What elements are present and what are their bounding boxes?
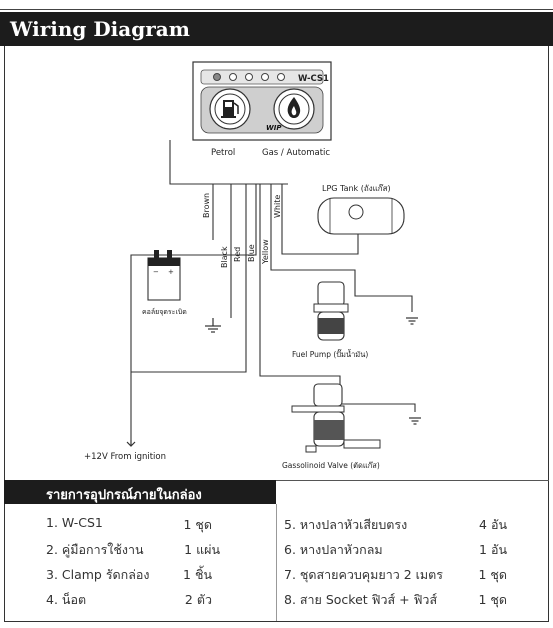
harness-trunk xyxy=(169,140,288,185)
controller-unit: W-CS1 WIP Petrol Gas / Automatic xyxy=(192,61,332,158)
solenoid-outlet xyxy=(343,439,381,449)
ground-symbol xyxy=(205,318,221,333)
list-item-qty: 1 ชิ้น xyxy=(183,567,212,582)
controller-model: W-CS1 xyxy=(298,74,329,84)
solenoid-label: Gassolinoid Valve (ตัดแก๊ส) xyxy=(282,461,380,470)
package-list-header: รายการอุปกรณ์ภายในกล่อง xyxy=(4,480,276,504)
list-item-qty: 4 อัน xyxy=(479,517,507,532)
wire-yellow xyxy=(270,184,413,312)
fuel-pump-relay: Fuel Pump (ปั๊มน้ำมัน) xyxy=(292,281,368,359)
coil-minus: − xyxy=(153,268,159,276)
list-item: 7. ชุดสายควบคุมยาว 2 เมตร xyxy=(284,567,443,582)
label-blue: Blue xyxy=(247,244,256,262)
ignition-label: +12V From ignition xyxy=(84,452,166,462)
wire-red xyxy=(131,184,247,373)
title-bar: Wiring Diagram xyxy=(0,12,553,46)
list-item: 2. คู่มือการใช้งาน xyxy=(46,542,144,557)
list-item: 3. Clamp รัดกล่อง xyxy=(46,567,150,582)
label-white: White xyxy=(273,195,282,218)
list-top-divider xyxy=(276,480,549,481)
list-item-qty: 2 ตัว xyxy=(184,592,212,607)
frame-left xyxy=(4,46,5,622)
led-indicator xyxy=(261,73,269,81)
list-item-qty: 1 อัน xyxy=(479,542,507,557)
wire-red-branch xyxy=(130,184,257,440)
list-item-qty: 1 ชุด xyxy=(478,592,507,607)
gas-label: Gas / Automatic xyxy=(262,148,330,158)
led-indicator xyxy=(229,73,237,81)
list-column-divider xyxy=(276,504,277,621)
ignition-coil: − + คอล์ยจุดระเบิด xyxy=(142,250,187,316)
led-indicator xyxy=(245,73,253,81)
coil-terminal xyxy=(167,250,172,258)
label-black: Black xyxy=(220,246,229,268)
led-indicator xyxy=(277,73,285,81)
wiring-diagram: W-CS1 WIP Petrol Gas / Automatic xyxy=(84,61,421,470)
label-yellow: Yellow xyxy=(261,239,270,265)
fuel-pump-label: Fuel Pump (ปั๊มน้ำมัน) xyxy=(292,349,368,359)
list-item: 5. หางปลาหัวเสียบตรง xyxy=(284,517,408,532)
label-red: Red xyxy=(233,247,242,262)
wire-white xyxy=(281,184,359,255)
ignition-arrow-icon xyxy=(126,440,136,447)
gas-solenoid-valve: Gassolinoid Valve (ตัดแก๊ส) xyxy=(282,383,381,470)
brand-logo: WIP xyxy=(266,124,282,132)
coil-label: คอล์ยจุดระเบิด xyxy=(142,308,187,316)
list-item-qty: 1 แผ่น xyxy=(184,542,220,557)
coil-terminal xyxy=(154,250,159,258)
petrol-label: Petrol xyxy=(211,148,235,158)
coil-plus: + xyxy=(168,268,174,276)
package-list-title: รายการอุปกรณ์ภายในกล่อง xyxy=(46,488,202,503)
frame-right xyxy=(548,46,549,622)
page-title: Wiring Diagram xyxy=(10,17,190,41)
list-item: 8. สาย Socket ฟิวส์ + ฟิวส์ xyxy=(284,592,438,607)
ground-symbol xyxy=(409,417,421,425)
list-item: 6. หางปลาหัวกลม xyxy=(284,542,383,557)
top-strip xyxy=(0,0,553,12)
flame-icon xyxy=(287,97,301,118)
list-item-qty: 1 ชุด xyxy=(183,517,212,532)
fuel-pump-icon xyxy=(221,100,239,118)
tank-valve-icon xyxy=(348,204,364,220)
label-brown: Brown xyxy=(202,193,211,218)
ground-symbol xyxy=(406,317,418,325)
list-item-qty: 1 ชุด xyxy=(478,567,507,582)
lpg-tank-label: LPG Tank (ถังแก๊ส) xyxy=(322,183,391,193)
wire-labels: Brown White Black Red Blue Yellow xyxy=(202,193,282,268)
list-item: 1. W-CS1 xyxy=(46,515,103,530)
lpg-tank: LPG Tank (ถังแก๊ส) xyxy=(317,183,405,235)
frame-bottom xyxy=(4,621,549,622)
led-indicator xyxy=(213,73,221,81)
list-item: 4. น็อต xyxy=(46,592,87,607)
